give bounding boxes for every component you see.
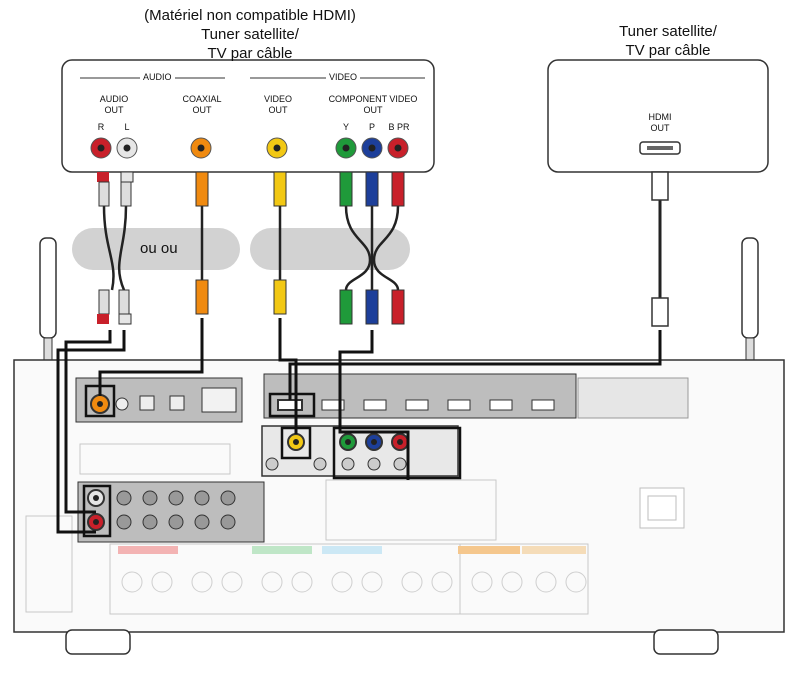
component-pr-jack [387, 137, 409, 159]
channel-r-label: R [97, 122, 105, 132]
audio-plug-l-top [120, 171, 134, 207]
analog-audio-input-block [77, 481, 265, 543]
audio-out-label-line1: AUDIO [99, 94, 129, 104]
right-wireless-antenna [741, 237, 759, 363]
optical-in-2-jack [169, 395, 185, 411]
coaxial-out-label-line2: OUT [192, 105, 212, 115]
component-in-2-jacks [341, 457, 407, 471]
component-y-jack [335, 137, 357, 159]
left-wireless-antenna [39, 237, 57, 363]
right-device-name-line2: TV par câble [625, 42, 711, 59]
left-device-name-line1: Tuner satellite/ [201, 26, 299, 43]
video-plug-top [273, 171, 287, 207]
video-out-label: VIDEO OUT [252, 94, 304, 116]
hdmi-out-label: HDMI OUT [630, 112, 690, 134]
ac-inlet-socket [647, 495, 677, 521]
component-pr-label: B PR [388, 122, 410, 132]
network-port [201, 387, 237, 413]
left-device-note: (Matériel non compatible HDMI) [144, 7, 356, 24]
faded-unused-connectors [25, 443, 589, 615]
analog-audio-in-l-jack [87, 489, 105, 507]
video-out-jack [266, 137, 288, 159]
audio-plug-r-top [97, 172, 110, 207]
ac-inlet [639, 487, 685, 529]
channel-l-label: L [124, 122, 130, 132]
coaxial-out-label-line1: COAXIAL [182, 94, 222, 104]
component-pb-jack [361, 137, 383, 159]
active-input-highlights [82, 384, 462, 538]
component-y-label: Y [342, 122, 349, 132]
speaker-color-tabs [118, 546, 586, 554]
hdmi-plug-top [651, 171, 669, 201]
hdmi-monitor-out-block [577, 377, 689, 419]
coaxial-plug-bottom [195, 279, 209, 315]
audio-plug-r-bottom [97, 289, 110, 324]
component-in-y-jack [339, 433, 357, 451]
audio-out-l-jack [116, 137, 138, 159]
coaxial-in-jack [90, 394, 110, 414]
video-route [278, 318, 298, 434]
component-cable [344, 205, 400, 291]
video-in-3-jack [313, 457, 327, 471]
audio-out-label-line2: OUT [104, 105, 124, 115]
audio-stereo-cable [102, 205, 128, 291]
component-route [338, 330, 410, 480]
analog-audio-in-other-jacks [116, 490, 236, 530]
component-out-label-line1: COMPONENT VIDEO [328, 94, 418, 104]
coaxial-out-jack [190, 137, 212, 159]
component-in-pb-jack [365, 433, 383, 451]
hdmi-plug-bottom [651, 297, 669, 327]
hdmi-route [288, 330, 662, 400]
video-out-label-line1: VIDEO [263, 94, 292, 104]
coaxial-route [98, 318, 204, 396]
component-plugs-bottom [339, 289, 405, 325]
hdmi-out-label-line2: OUT [650, 123, 670, 133]
audio-plug-l-bottom [118, 289, 132, 325]
hdmi-out-jack-slot [647, 146, 673, 150]
left-device-name-line2: TV par câble [207, 45, 293, 62]
speaker-terminals [121, 571, 587, 593]
video-plug-bottom [273, 279, 287, 315]
receiver-right-foot [653, 629, 719, 655]
receiver-left-foot [65, 629, 131, 655]
component-pb-label: P [368, 122, 375, 132]
right-device-name-line1: Tuner satellite/ [619, 23, 717, 40]
alternative-band-audio [72, 228, 240, 270]
coaxial-plug-top [195, 171, 209, 207]
component-in-pr-jack [391, 433, 409, 451]
hdmi-out-label-line1: HDMI [648, 112, 672, 122]
hdmi-input-strip [263, 373, 577, 419]
alternative-band-video [250, 228, 410, 270]
hdmi-in-other-ports [321, 399, 555, 411]
component-out-label-line2: OUT [363, 105, 383, 115]
audio-stereo-route [56, 330, 126, 534]
video-in-jack [287, 433, 305, 451]
component-plugs-top [339, 171, 405, 207]
video-out-label-line2: OUT [268, 105, 288, 115]
component-out-label: COMPONENT VIDEO OUT [318, 94, 428, 116]
audio-out-r-jack [90, 137, 112, 159]
analog-audio-in-r-jack [87, 513, 105, 531]
alternative-cable-note: ou ou [140, 240, 178, 257]
hdmi-in-cbl-sat-port [277, 399, 303, 411]
audio-section-label: AUDIO [140, 72, 175, 82]
coaxial-in-2-jack [115, 397, 129, 411]
left-device-title: (Matériel non compatible HDMI) Tuner sat… [60, 6, 440, 63]
video-in-2-jack [265, 457, 279, 471]
right-device-title: Tuner satellite/ TV par câble [548, 22, 788, 60]
audio-out-label: AUDIO OUT [86, 94, 142, 116]
optical-in-jack [139, 395, 155, 411]
coaxial-out-label: COAXIAL OUT [172, 94, 232, 116]
video-section-label: VIDEO [326, 72, 361, 82]
